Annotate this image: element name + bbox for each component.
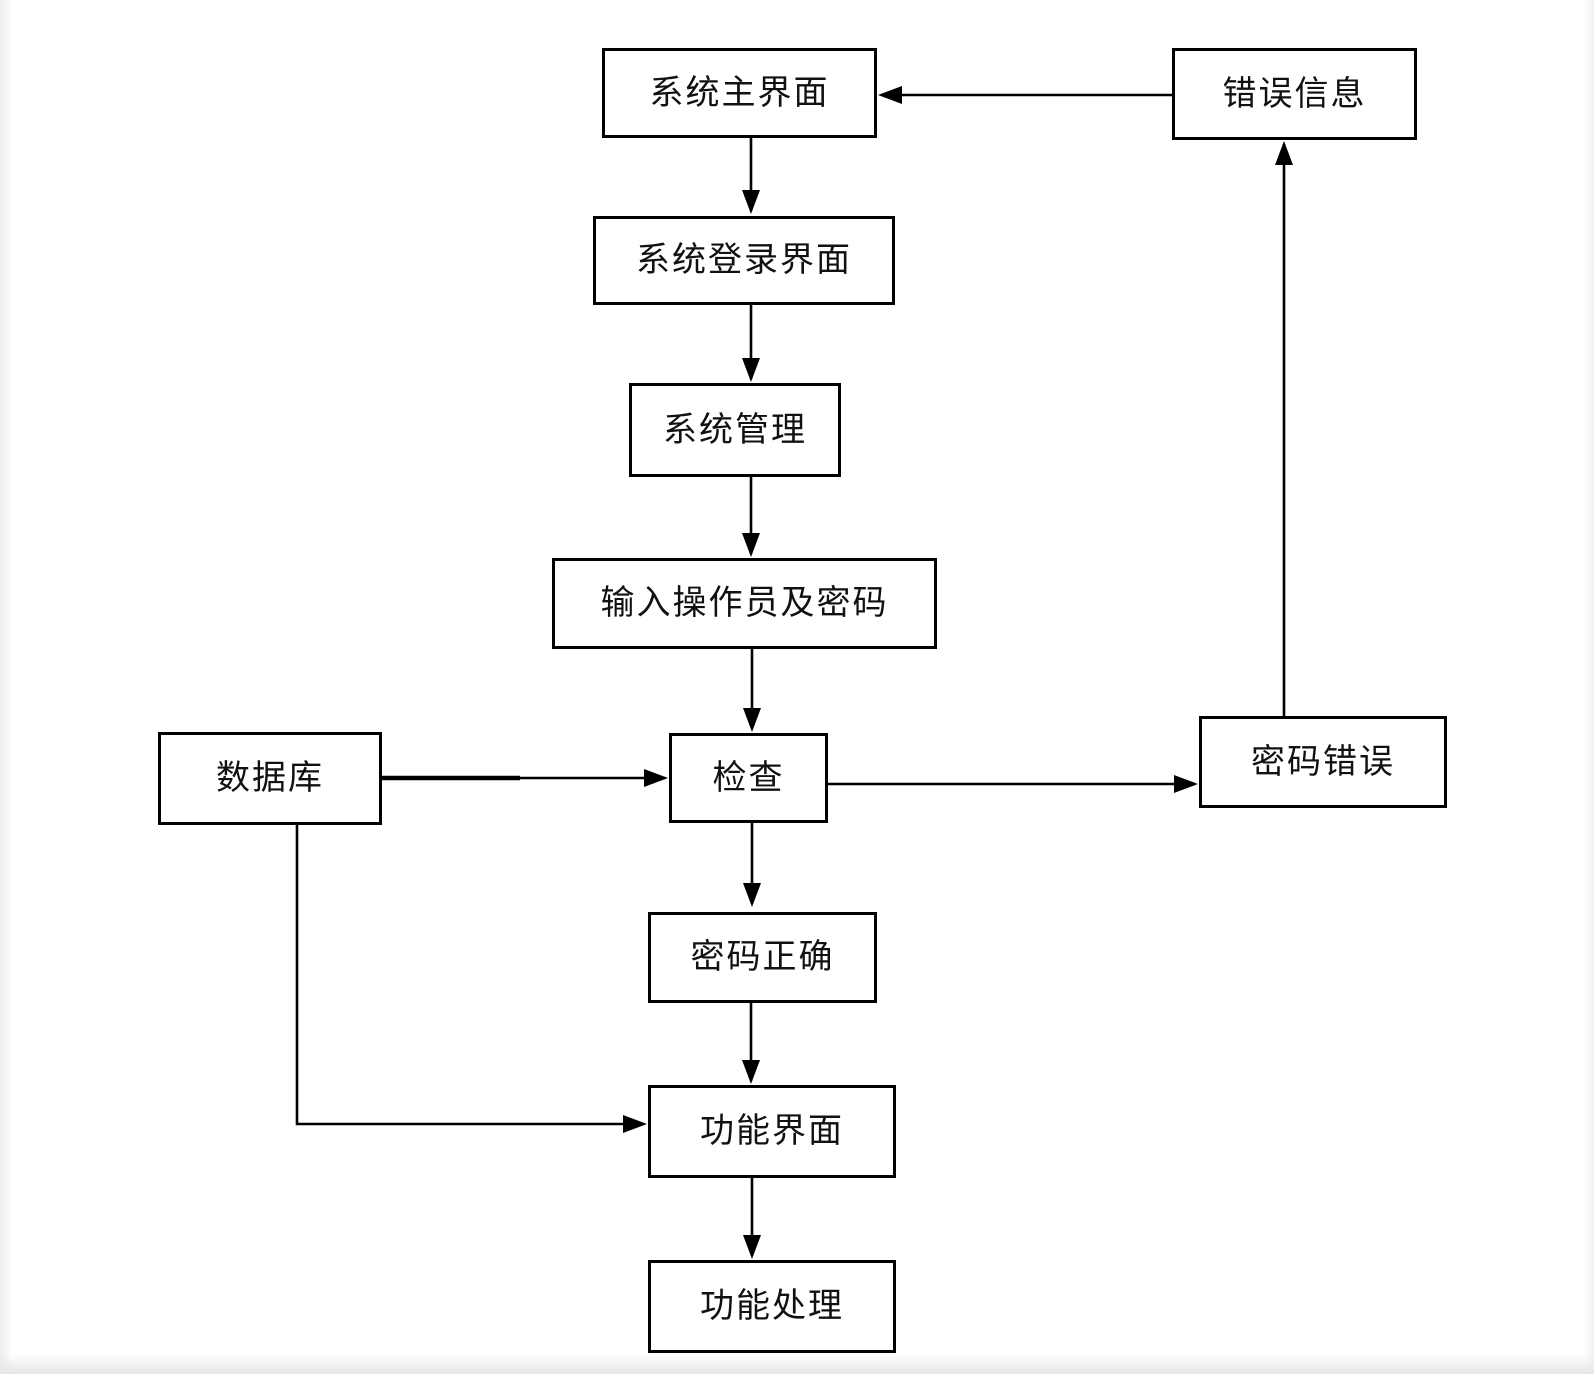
node-system-management: 系统管理 xyxy=(629,383,841,477)
node-function-ui: 功能界面 xyxy=(648,1085,896,1178)
node-label: 功能界面 xyxy=(700,1111,844,1151)
page-edge-right xyxy=(1584,0,1594,1374)
node-enter-operator-password: 输入操作员及密码 xyxy=(552,558,937,649)
node-label: 系统登录界面 xyxy=(636,240,852,280)
page-edge-left xyxy=(0,0,13,1374)
node-label: 密码错误 xyxy=(1251,741,1395,782)
node-check: 检查 xyxy=(669,733,828,823)
node-label: 检查 xyxy=(712,757,785,798)
edge-database-to-func-ui xyxy=(295,825,647,1133)
node-label: 密码正确 xyxy=(690,937,835,977)
page-edge-bottom xyxy=(0,1354,1594,1374)
node-login-screen: 系统登录界面 xyxy=(593,216,895,305)
node-label: 输入操作员及密码 xyxy=(600,583,889,623)
node-label: 错误信息 xyxy=(1222,73,1367,114)
node-password-correct: 密码正确 xyxy=(648,912,877,1003)
node-system-main-ui: 系统主界面 xyxy=(602,48,877,138)
node-label: 功能处理 xyxy=(700,1286,844,1326)
node-label: 数据库 xyxy=(216,758,324,798)
node-label: 系统主界面 xyxy=(649,72,830,113)
node-function-processing: 功能处理 xyxy=(648,1260,896,1353)
node-password-wrong: 密码错误 xyxy=(1199,716,1447,808)
node-label: 系统管理 xyxy=(663,409,807,450)
node-error-message: 错误信息 xyxy=(1172,48,1417,140)
node-database: 数据库 xyxy=(158,732,382,825)
